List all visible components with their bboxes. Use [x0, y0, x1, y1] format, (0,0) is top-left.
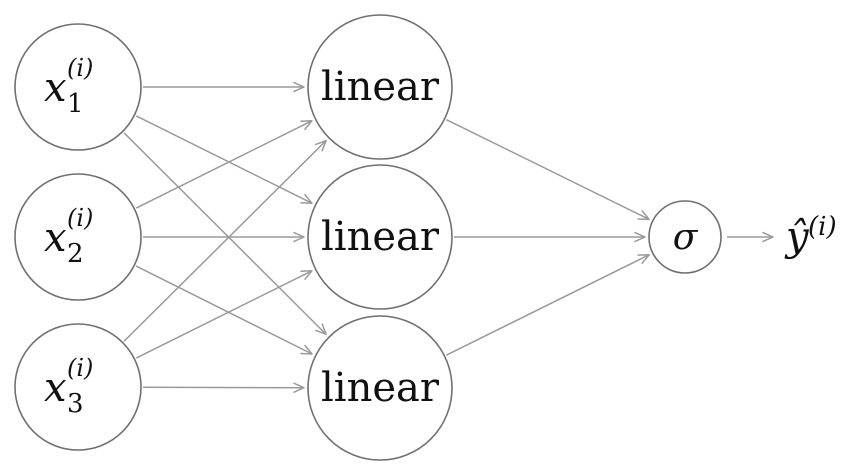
- input-1-subscript: 1: [67, 89, 84, 119]
- edge-hidden-2-to-activation-arrowhead: [634, 231, 646, 243]
- edge-activation-to-output-arrowhead: [762, 231, 774, 243]
- hidden-node-1-label: linear: [321, 64, 440, 110]
- input-node-3-circle: [14, 323, 142, 451]
- edge-hidden-1-to-activation-line: [446, 118, 650, 221]
- edges-layer: [123, 81, 774, 393]
- hidden-node-2-label: linear: [321, 214, 440, 260]
- edge-input-3-to-hidden-1-line: [123, 140, 327, 342]
- edge-hidden-2-to-activation: [454, 231, 646, 243]
- edge-input-2-to-hidden-1: [135, 120, 313, 209]
- output-base: ŷ: [784, 214, 810, 260]
- edge-hidden-3-to-activation-line: [445, 254, 650, 356]
- edge-input-2-to-hidden-2: [143, 231, 305, 243]
- hidden-node-1: linear: [307, 14, 453, 160]
- edge-hidden-1-to-activation: [446, 118, 650, 221]
- hidden-node-2-circle: [307, 164, 453, 310]
- input-3-base: x: [44, 365, 67, 411]
- edge-input-2-to-hidden-2-arrowhead: [293, 231, 305, 243]
- input-2-superscript: (i): [67, 204, 93, 232]
- edge-input-2-to-hidden-3-arrowhead: [300, 344, 313, 355]
- edge-input-1-to-hidden-3-line: [123, 132, 327, 335]
- edge-input-1-to-hidden-1: [143, 81, 305, 93]
- edge-input-1-to-hidden-2-line: [135, 115, 313, 204]
- hidden-node-3-circle: [307, 315, 453, 461]
- edge-activation-to-output: [727, 231, 774, 243]
- input-node-2: x 2 (i): [14, 173, 142, 301]
- edge-input-2-to-hidden-1-arrowhead: [300, 120, 313, 131]
- edge-input-2-to-hidden-1-line: [135, 120, 313, 209]
- edge-input-3-to-hidden-2: [135, 270, 313, 359]
- input-node-3: x 3 (i): [14, 323, 142, 451]
- activation-node-circle: [648, 200, 722, 274]
- input-node-1-circle: [14, 23, 142, 151]
- input-3-superscript: (i): [67, 354, 93, 382]
- edge-input-1-to-hidden-2: [135, 115, 313, 204]
- edge-input-1-to-hidden-3: [123, 132, 327, 336]
- input-1-superscript: (i): [67, 54, 93, 82]
- edge-input-3-to-hidden-3: [142, 382, 305, 393]
- edge-input-1-to-hidden-3-arrowhead: [315, 323, 327, 336]
- hidden-node-3: linear: [307, 315, 453, 461]
- edge-hidden-3-to-activation-arrowhead: [637, 253, 650, 264]
- input-3-subscript: 3: [67, 389, 84, 419]
- output-label: ŷ (i): [784, 212, 837, 260]
- edge-input-3-to-hidden-2-arrowhead: [300, 270, 313, 281]
- hidden-node-3-label: linear: [321, 365, 440, 411]
- activation-node: σ: [648, 200, 722, 274]
- edge-hidden-1-to-activation-arrowhead: [637, 210, 650, 221]
- input-node-2-circle: [14, 173, 142, 301]
- edge-hidden-3-to-activation: [445, 253, 650, 356]
- edge-input-1-to-hidden-2-arrowhead: [300, 193, 313, 204]
- input-1-base: x: [44, 65, 67, 111]
- input-node-1: x 1 (i): [14, 23, 142, 151]
- edge-input-3-to-hidden-1: [123, 139, 327, 342]
- activation-label: σ: [673, 217, 699, 258]
- input-2-base: x: [44, 215, 67, 261]
- edge-input-3-to-hidden-1-arrowhead: [315, 139, 327, 152]
- edge-input-2-to-hidden-3: [135, 265, 313, 355]
- input-2-subscript: 2: [67, 239, 84, 269]
- hidden-node-1-circle: [307, 14, 453, 160]
- edge-input-1-to-hidden-1-arrowhead: [293, 81, 305, 93]
- edge-input-3-to-hidden-2-line: [135, 270, 313, 359]
- hidden-node-2: linear: [307, 164, 453, 310]
- output-superscript: (i): [808, 212, 837, 242]
- edge-input-3-to-hidden-3-arrowhead: [293, 382, 305, 393]
- edge-input-2-to-hidden-3-line: [135, 265, 313, 355]
- edge-input-3-to-hidden-3-line: [142, 386, 305, 389]
